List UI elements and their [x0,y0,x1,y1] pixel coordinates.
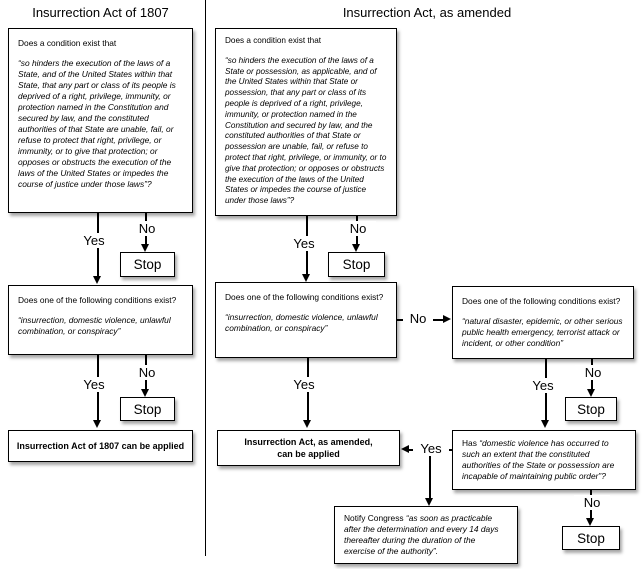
arrow-1807-q1-no-icon [141,244,149,252]
arrow-1807-q2-yes-icon [93,420,101,428]
node-other-conditions-quote: “natural disaster, epidemic, or other se… [462,316,623,348]
q4-quote: “domestic violence has occurred to such … [462,438,615,481]
node-amended-conditions-quote: “insurrection, domestic violence, unlawf… [225,312,378,333]
stop-node-other: Stop [565,397,617,421]
node-domestic-violence-text: Has “domestic violence has occurred to s… [462,438,626,482]
stop-node-q4: Stop [562,526,620,550]
node-1807-conditions-list-question: Does one of the following conditions exi… [8,285,193,355]
node-amended-conditions-list-question: Does one of the following conditions exi… [215,282,397,358]
node-domestic-violence-question: Has “domestic violence has occurred to s… [452,430,636,490]
node-amended-condition-quote: “so hinders the execution of the laws of… [225,55,387,206]
stop-label: Stop [133,401,162,417]
label-1807-q1-no: No [129,221,165,236]
arrow-amended-q2-no-icon [443,315,451,323]
node-amended-conditions-intro: Does one of the following conditions exi… [225,292,384,302]
stop-node-amended-q1: Stop [328,252,385,277]
label-1807-q2-no: No [129,365,165,380]
stop-label: Stop [577,401,605,417]
label-amended-q1-no: No [340,221,376,236]
node-notify-congress: Notify Congress “as soon as practicable … [334,506,518,564]
arrow-amended-q1-yes-icon [302,274,310,282]
arrow-other-yes-icon [541,420,549,428]
arrow-q4-no-icon [586,518,594,526]
arrow-1807-q1-yes-icon [93,276,101,284]
stop-node-1807-q2: Stop [120,397,175,421]
arrow-amended-q4-yes-icon [401,445,409,453]
stop-label: Stop [342,257,371,272]
connector-notify-line [429,453,431,498]
column-divider [205,0,206,556]
column-title-1807: Insurrection Act of 1807 [32,5,169,20]
q4-prefix: Has [462,438,480,448]
label-other-no: No [575,365,611,380]
node-other-conditions-intro: Does one of the following conditions exi… [462,296,621,306]
column-title-amended: Insurrection Act, as amended [342,5,512,20]
node-amended-result-line2: can be applied [277,449,340,459]
node-amended-result: Insurrection Act, as amended, can be app… [217,430,400,466]
node-1807-result: Insurrection Act of 1807 can be applied [8,430,193,462]
arrow-1807-q2-no-icon [141,389,149,397]
arrow-other-no-icon [587,389,595,397]
node-1807-conditions-intro: Does one of the following conditions exi… [18,295,177,305]
node-1807-condition-quote: “so hinders the execution of the laws of… [18,58,176,189]
stop-label: Stop [577,530,605,546]
node-amended-result-line1: Insurrection Act, as amended, [244,437,373,447]
node-notify-congress-text: Notify Congress “as soon as practicable … [344,513,508,557]
node-other-conditions-question: Does one of the following conditions exi… [452,286,634,359]
arrow-amended-q2-yes-icon [303,420,311,428]
node-1807-condition-intro: Does a condition exist that [18,38,117,48]
stop-label: Stop [133,257,162,272]
label-1807-q1-yes: Yes [76,233,112,248]
node-amended-condition-intro: Does a condition exist that [225,36,322,45]
node-1807-conditions-quote: “insurrection, domestic violence, unlawf… [18,315,171,336]
node-1807-condition-question: Does a condition exist that “so hinders … [8,28,193,213]
arrow-amended-q1-no-icon [352,244,360,252]
node-1807-result-text: Insurrection Act of 1807 can be applied [16,441,185,451]
label-other-yes: Yes [525,378,561,393]
label-amended-q2-no: No [403,311,433,326]
label-amended-q2-yes: Yes [286,377,322,392]
notify-quote: “as soon as practicable after the determ… [344,513,499,556]
stop-node-1807-q1: Stop [120,252,175,277]
label-amended-q4-yes: Yes [413,441,449,456]
label-q4-no: No [574,495,610,510]
node-amended-condition-question: Does a condition exist that “so hinders … [215,28,397,216]
notify-prefix: Notify Congress [344,513,406,523]
label-1807-q2-yes: Yes [76,377,112,392]
label-amended-q1-yes: Yes [286,236,322,251]
arrow-notify-icon [425,498,433,506]
